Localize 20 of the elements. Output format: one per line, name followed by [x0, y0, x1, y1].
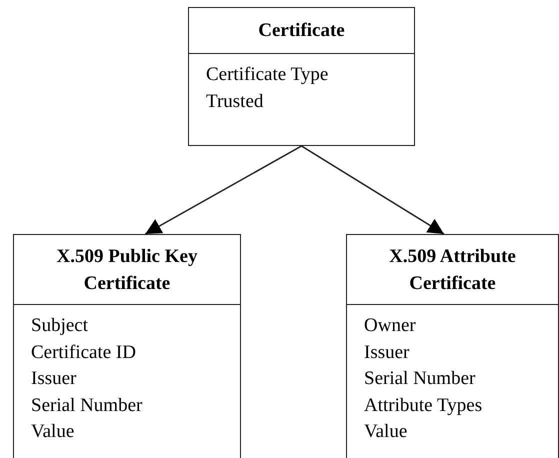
class-box [13, 234, 241, 458]
attribute-text: Value [31, 420, 74, 444]
attribute-text: Issuer [31, 367, 76, 391]
attribute-text: Owner [364, 314, 416, 338]
attribute-text: Certificate ID [31, 340, 136, 364]
attribute-text: Serial Number [364, 367, 476, 391]
attribute-text: Value [364, 420, 408, 444]
attribute-text: Attribute Types [364, 394, 482, 418]
attribute-text: Subject [31, 314, 88, 338]
attribute-text: Serial Number [31, 394, 142, 418]
arrow [144, 145, 302, 235]
attribute-text: Trusted [206, 90, 264, 114]
class-name: X.509 Attribute Certificate [388, 244, 517, 296]
class-box [188, 7, 415, 146]
attribute-text: Issuer [364, 340, 410, 364]
class-box [346, 234, 559, 458]
attribute-text: Certificate Type [206, 63, 328, 87]
class-name: X.509 Public Key Certificate [56, 244, 198, 296]
class-name: Certificate [258, 19, 345, 43]
arrow [301, 145, 444, 235]
